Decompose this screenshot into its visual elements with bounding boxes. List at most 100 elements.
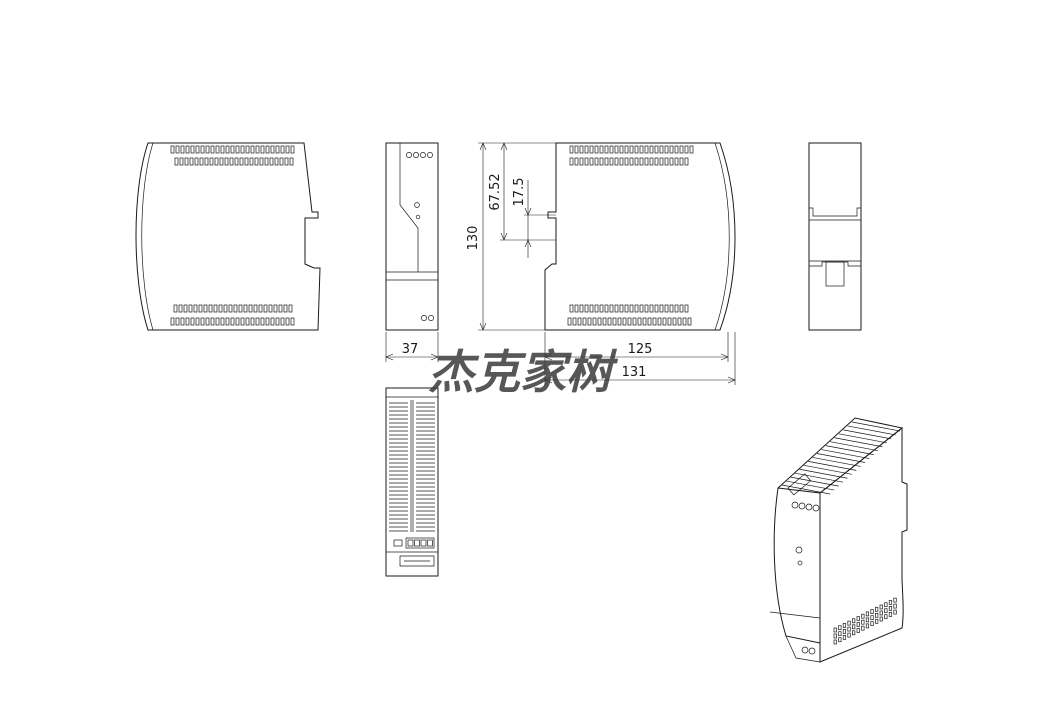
vent-slot [274, 157, 279, 166]
vent-slots [833, 597, 897, 645]
potentiometer-icon [795, 546, 803, 554]
vent-slot [205, 317, 210, 326]
vent-slot [629, 304, 634, 313]
vent-slot [669, 157, 674, 166]
vent-slot [184, 157, 189, 166]
cooling-fin [843, 429, 892, 440]
vent-slots [173, 304, 293, 313]
cooling-fin [851, 421, 901, 432]
vent-slot [599, 304, 604, 313]
led-icon [797, 560, 803, 566]
dim-depth-body: 125 [628, 342, 653, 357]
dimension-lines [385, 142, 736, 385]
vent-slot [604, 157, 609, 166]
vent-slot [214, 157, 219, 166]
vent-slot [230, 145, 235, 154]
vent-slot [679, 157, 684, 166]
vent-slot [582, 317, 587, 326]
rear-view [808, 142, 862, 331]
vent-slot [249, 157, 254, 166]
vent-slot [225, 317, 230, 326]
vent-slot [290, 145, 295, 154]
vent-slot [190, 145, 195, 154]
vent-slot [275, 145, 280, 154]
vent-slot [245, 145, 250, 154]
vent-slot [579, 304, 584, 313]
vent-slot [240, 145, 245, 154]
vent-slot [659, 157, 664, 166]
vent-slot [664, 157, 669, 166]
vent-slot [884, 608, 888, 614]
vent-slot [594, 304, 599, 313]
vent-slot [856, 622, 860, 627]
vent-slot [617, 317, 622, 326]
vent-slot [639, 157, 644, 166]
vent-slot [842, 635, 847, 640]
vent-slot [285, 145, 290, 154]
vent-slot [259, 157, 264, 166]
vent-slot [572, 317, 577, 326]
vent-slot [258, 304, 263, 313]
vent-slot [684, 157, 689, 166]
vent-slot [574, 304, 579, 313]
vent-slot [180, 145, 185, 154]
vent-slot [861, 613, 865, 619]
vent-slot [234, 157, 239, 166]
vent-slot [647, 317, 652, 326]
vent-slot [649, 304, 654, 313]
vent-slot [614, 304, 619, 313]
vent-slot [604, 304, 609, 313]
vent-slot [622, 317, 627, 326]
vent-slot [170, 145, 175, 154]
vent-slot [682, 317, 687, 326]
vent-slot [270, 317, 275, 326]
vent-slot [619, 304, 624, 313]
cooling-fin [847, 425, 896, 436]
vent-slot [888, 612, 893, 617]
dim-height: 130 [466, 226, 481, 251]
vent-slot [220, 145, 225, 154]
vent-slot [833, 633, 837, 639]
vent-slot [229, 157, 234, 166]
vent-slot [215, 145, 220, 154]
vent-slot [185, 145, 190, 154]
vent-slot [194, 157, 199, 166]
vent-slot [609, 145, 614, 154]
cooling-fin [830, 441, 879, 452]
vent-slot [288, 304, 293, 313]
vent-slot [838, 637, 842, 643]
vent-slot [667, 317, 672, 326]
vent-slot [179, 157, 184, 166]
vent-slot [672, 317, 677, 326]
vent-slot [279, 157, 284, 166]
vent-slot [235, 145, 240, 154]
vent-slot [280, 317, 285, 326]
led-icon [415, 214, 421, 220]
vent-slot [659, 145, 664, 154]
vent-slot [879, 610, 883, 616]
vent-slot [215, 317, 220, 326]
vent-slot [244, 157, 249, 166]
vent-slot [612, 317, 617, 326]
vent-slot [204, 157, 209, 166]
vent-slot [652, 317, 657, 326]
vent-slot [255, 145, 260, 154]
vent-slot [569, 145, 574, 154]
cooling-fin [786, 480, 835, 491]
terminal [427, 539, 433, 547]
vent-slot [861, 625, 865, 631]
vent-slot [190, 317, 195, 326]
vent-slot [614, 145, 619, 154]
vent-slot [856, 616, 860, 621]
vent-slot [574, 145, 579, 154]
vent-slot [183, 304, 188, 313]
vent-slot [604, 145, 609, 154]
vent-slot [597, 317, 602, 326]
vent-slot [879, 616, 883, 622]
cooling-fin [838, 433, 887, 444]
vent-slot [669, 304, 674, 313]
right-side-view [544, 142, 736, 331]
vent-slot [687, 317, 692, 326]
vent-slot [629, 157, 634, 166]
vent-slot [250, 317, 255, 326]
